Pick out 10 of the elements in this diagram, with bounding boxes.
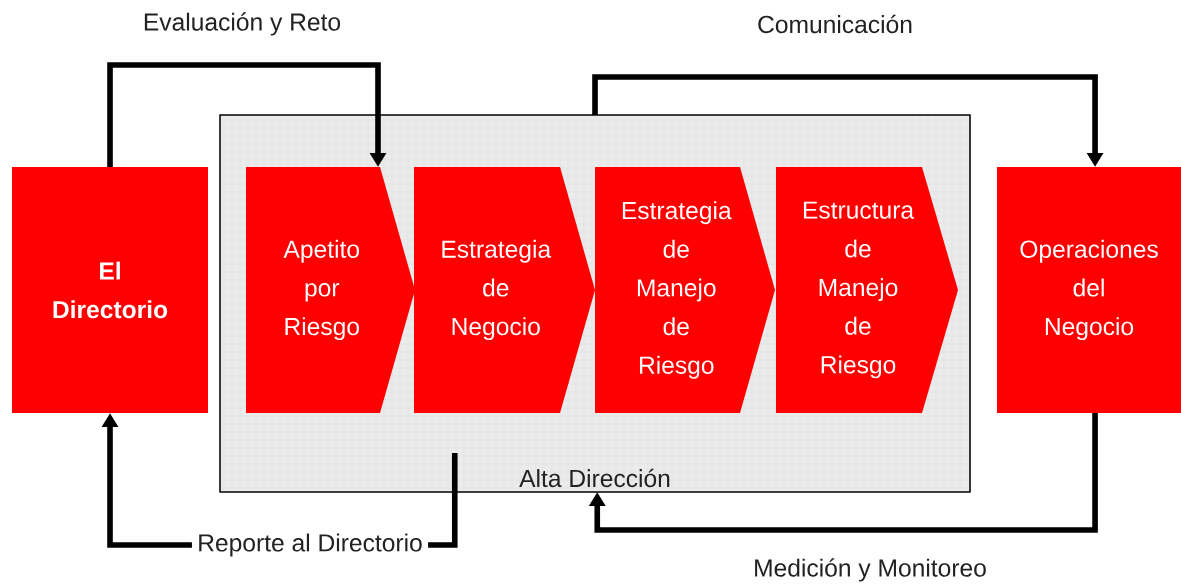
edge-label: Comunicación: [758, 14, 912, 34]
edge-label: Medición y Monitoreo: [755, 558, 986, 582]
arrow: [107, 62, 387, 167]
edge-label: Reporte al Directorio: [191, 528, 429, 562]
process-box: Operaciones del Negocio: [997, 167, 1181, 413]
process-box: El Directorio: [12, 167, 208, 413]
panel-title: Alta Dirección: [519, 468, 670, 488]
arrow: [588, 413, 1098, 533]
chevron-box: Estrategia de Manejo de Riesgo: [595, 167, 775, 413]
edge-label: Evaluación y Reto: [144, 12, 341, 36]
